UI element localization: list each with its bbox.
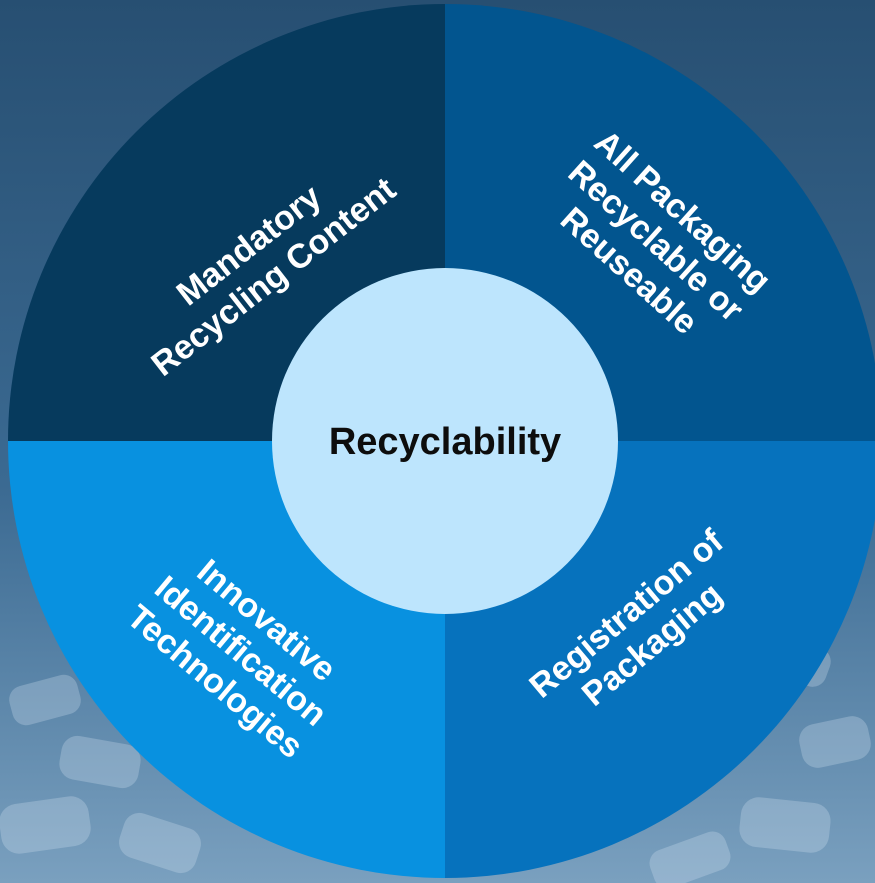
center-label: Recyclability <box>329 421 561 463</box>
center-circle <box>272 268 618 614</box>
